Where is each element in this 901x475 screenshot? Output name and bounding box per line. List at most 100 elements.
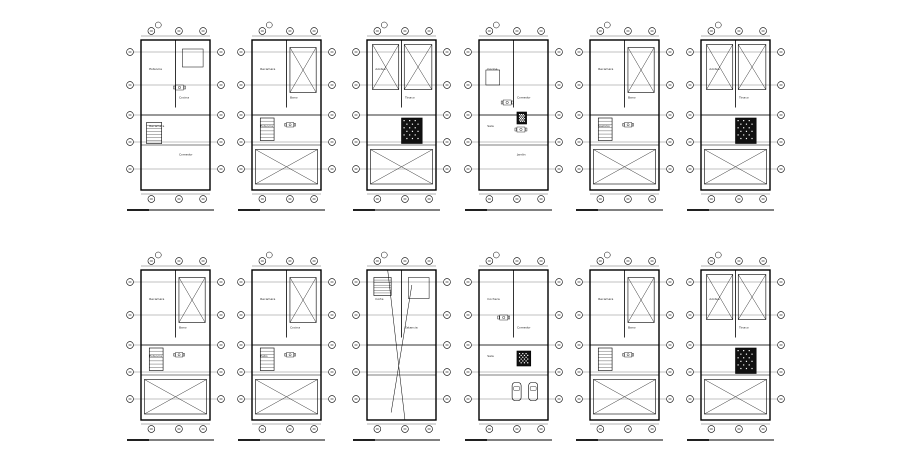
- north-arrow-icon: [381, 21, 388, 29]
- chair-furniture: [622, 123, 625, 127]
- hatch-dot: [525, 360, 527, 362]
- room-label: Sala: [487, 124, 494, 128]
- chair-furniture: [508, 315, 510, 320]
- furniture-symbol: [626, 353, 630, 357]
- void-diagonal: [372, 44, 399, 90]
- hatch-dot: [417, 130, 419, 132]
- hatch-dot: [406, 137, 408, 140]
- hatch-dot: [740, 130, 742, 132]
- north-arrow-icon: [493, 21, 500, 29]
- furniture-symbol: [519, 128, 523, 131]
- hatch-dot: [406, 123, 408, 125]
- hatch-dot: [740, 360, 742, 362]
- chair-furniture: [182, 353, 185, 357]
- hatch-dot: [745, 130, 748, 132]
- void-box: [144, 379, 207, 415]
- void-box: [706, 274, 734, 320]
- hatch-dot: [745, 360, 748, 362]
- hatch-dot: [521, 115, 523, 117]
- hatch-dot: [518, 356, 521, 358]
- chair-furniture: [511, 100, 514, 105]
- hatch-dot: [737, 364, 739, 366]
- void-diagonal: [627, 47, 655, 93]
- hatch-dot: [519, 115, 522, 117]
- hatch-dot: [523, 362, 526, 364]
- hatch-dot: [414, 120, 416, 122]
- hatch-dot: [751, 123, 753, 125]
- north-arrow-icon: [715, 21, 722, 29]
- stair-outline: [597, 347, 613, 371]
- furniture-symbol: [626, 123, 630, 127]
- hatch-dot: [520, 354, 522, 357]
- hatch-dot: [520, 116, 523, 118]
- hatch-dot: [745, 137, 748, 140]
- table-furniture: [499, 314, 508, 321]
- room-label: Recamara: [598, 297, 613, 301]
- hatch-dot: [745, 353, 748, 355]
- room-label: Tinaco: [738, 326, 749, 330]
- table-furniture: [286, 122, 294, 128]
- table-furniture: [516, 126, 526, 133]
- hatch-dot: [522, 119, 524, 121]
- chair-furniture: [173, 85, 176, 90]
- hatch-dot: [518, 114, 521, 116]
- hatch-dot: [751, 353, 753, 355]
- hatch-dot: [519, 120, 522, 122]
- hatch-dot: [527, 358, 529, 360]
- room-label: Cocina: [179, 96, 189, 100]
- room-label: Tinaco: [738, 96, 749, 100]
- hatch-dot: [518, 360, 521, 362]
- hatch-dot: [740, 353, 742, 355]
- stair-outline: [597, 117, 613, 141]
- void-box: [737, 274, 767, 320]
- room-label: Comedor: [517, 326, 531, 330]
- hatch-dot: [411, 123, 414, 125]
- room-label: Bano: [290, 96, 298, 100]
- hatch-dot: [522, 360, 524, 362]
- void-box: [704, 379, 767, 415]
- furniture-symbol: [502, 316, 506, 319]
- north-arrow-icon: [604, 251, 611, 259]
- hatch-dot: [745, 367, 748, 370]
- table-furniture: [175, 352, 183, 358]
- void-box: [289, 277, 317, 323]
- hatch-dot: [409, 134, 411, 136]
- chair-furniture: [284, 353, 287, 357]
- hatch-dot: [743, 357, 745, 359]
- hatch-dot: [523, 358, 526, 360]
- car-window: [513, 386, 520, 391]
- room-label: Estancia: [149, 67, 162, 71]
- north-arrow-icon: [381, 251, 388, 259]
- room-label: Cochera: [487, 297, 500, 301]
- north-arrow-icon: [155, 251, 162, 259]
- north-arrow-icon: [266, 251, 273, 259]
- furniture-symbol: [177, 353, 181, 357]
- table-furniture: [175, 84, 184, 91]
- hatch-dot: [743, 364, 745, 366]
- hatch-dot: [411, 137, 414, 140]
- hatch-dot: [740, 123, 742, 125]
- void-diagonal: [627, 277, 655, 323]
- chair-furniture: [173, 353, 176, 357]
- void-box: [706, 44, 734, 90]
- hatch-dot: [737, 120, 739, 122]
- hatch-dot: [743, 134, 745, 136]
- hatch-dot: [523, 118, 525, 120]
- void-box: [627, 47, 655, 93]
- hatch-dot: [519, 118, 522, 120]
- room-label: Bano: [179, 326, 187, 330]
- hatch-dot: [411, 130, 414, 132]
- table-furniture: [286, 352, 294, 358]
- room-label: Comedor: [179, 153, 193, 157]
- void-box: [370, 149, 433, 185]
- section-cut-line: [387, 269, 406, 421]
- room-label: Patio: [260, 354, 268, 358]
- room-label: Estancia: [149, 354, 162, 358]
- room-label: Estancia: [260, 124, 273, 128]
- void-box: [737, 44, 767, 90]
- room-label: Vestidor: [598, 124, 611, 128]
- hatch-dot: [522, 356, 524, 358]
